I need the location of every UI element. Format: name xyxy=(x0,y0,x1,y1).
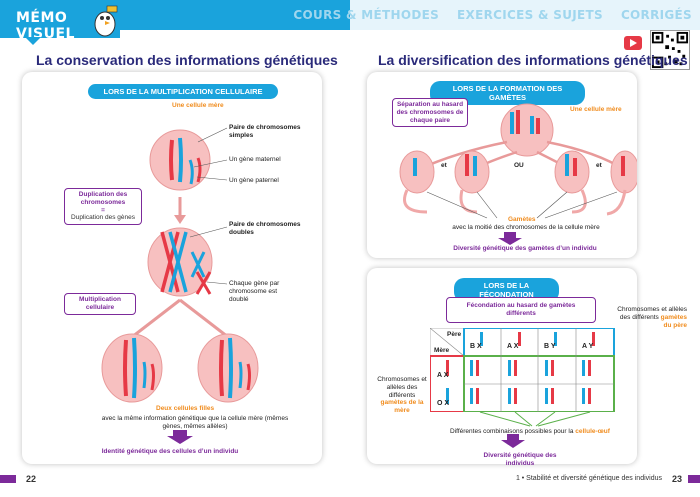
mother-note-colored: gamètes de la mère xyxy=(380,399,424,415)
mother-note-text: Chromosomes et allèles des différents xyxy=(377,376,427,399)
col-header-3: B Y xyxy=(544,343,556,350)
duplication-plain: Duplication des gènes xyxy=(71,214,135,222)
qr-code-icon[interactable] xyxy=(650,30,690,70)
chromosome-red xyxy=(169,139,174,181)
ou-label: OU xyxy=(514,162,524,169)
daughter-cells-label: Deux cellules filles xyxy=(156,405,215,412)
col-header-1: B X xyxy=(470,343,482,350)
gamete-3 xyxy=(554,150,590,214)
col-header-4: A Y xyxy=(582,343,594,350)
nav-tab-corriges[interactable]: CORRIGÉS xyxy=(620,8,692,22)
simple-pairs-label: Paire de chromosomes simples xyxy=(229,124,301,139)
combos-label: Différentes combinaisons possibles pour … xyxy=(450,428,610,436)
daughter-cell-right xyxy=(197,333,259,403)
maternal-gene-label: Un gène maternel xyxy=(229,156,281,163)
paternal-gene-label: Un gène paternel xyxy=(229,177,279,184)
separation-box: Séparation au hasard des chromosomes de … xyxy=(392,98,468,128)
bird-mascot-icon xyxy=(94,5,118,37)
mother-note: Chromosomes et allèles des différents ga… xyxy=(376,376,428,415)
punnett-table xyxy=(430,328,615,412)
gamete-4 xyxy=(606,150,637,216)
purple-arrow-icon xyxy=(501,434,525,448)
video-icon[interactable] xyxy=(624,36,642,50)
col-header-2: A X xyxy=(507,343,519,350)
right-section-title: La diversification des informations géné… xyxy=(378,52,688,68)
father-note-colored: gamètes du père xyxy=(660,313,687,329)
right-mother-cell-label: Une cellule mère xyxy=(570,106,622,113)
footer-strip-left xyxy=(0,475,16,483)
duplication-box: Duplication des chromosomes = Duplicatio… xyxy=(64,188,142,226)
double-pairs-label: Paire de chromosomes doubles xyxy=(229,221,301,236)
chromosome-blue xyxy=(178,137,183,183)
gametes-label: Gamètes xyxy=(508,216,536,223)
fecondation-conclusion: Diversité génétique des individus xyxy=(483,452,557,467)
row-header-2: O X xyxy=(437,400,450,407)
combination-arrows xyxy=(479,411,591,427)
et-label-2: et xyxy=(596,162,602,169)
gametes-diagram xyxy=(399,103,637,245)
chapter-label: 1 • Stabilité et diversité génétique des… xyxy=(515,475,662,482)
gamete-2 xyxy=(454,150,490,214)
left-section-title: La conservation des informations génétiq… xyxy=(36,52,338,68)
multiplication-box: Multiplication cellulaire xyxy=(64,293,136,315)
left-diagram xyxy=(101,127,259,444)
pill-multiplication: LORS DE LA MULTIPLICATION CELLULAIRE xyxy=(88,84,278,99)
father-note-text: Chromosomes et allèles des différents xyxy=(617,306,687,321)
page-number-right: 23 xyxy=(671,474,682,484)
nav-tab-cours[interactable]: COURS & MÉTHODES xyxy=(293,8,440,22)
footer-strip-right xyxy=(688,475,700,483)
father-label: Père xyxy=(447,331,462,338)
each-gene-label: Chaque gène par chromosome est doublé xyxy=(229,280,280,303)
page-number-left: 22 xyxy=(26,474,37,484)
left-mother-cell-label: Une cellule mère xyxy=(172,102,224,109)
combos-colored: cellule-œuf xyxy=(575,428,610,435)
pill-gametes: LORS DE LA FORMATION DES GAMÈTES xyxy=(430,81,585,105)
et-label-1: et xyxy=(441,162,447,169)
gamete-1 xyxy=(399,150,435,214)
left-conclusion: Identité génétique des cellules d’un ind… xyxy=(101,448,239,455)
combos-text: Différentes combinaisons possibles pour … xyxy=(450,428,574,435)
fecondation-box: Fécondation au hasard de gamètes différe… xyxy=(446,297,596,323)
daughter-desc: avec la même information génétique que l… xyxy=(101,415,289,430)
duplication-title: Duplication des chromosomes xyxy=(78,191,128,206)
gametes-conclusion: Diversité génétique des gamètes d’un ind… xyxy=(453,245,597,252)
duplication-eq: = xyxy=(101,206,105,214)
father-note: Chromosomes et allèles des différents ga… xyxy=(612,306,687,329)
banner-right-tab xyxy=(350,0,700,30)
nav-tab-exercices[interactable]: EXERCICES & SUJETS xyxy=(457,8,603,22)
nav-tabs: COURS & MÉTHODES EXERCICES & SUJETS CORR… xyxy=(293,8,692,22)
gametes-desc: avec la moitié des chromosomes de la cel… xyxy=(452,224,600,231)
row-header-1: A X xyxy=(437,372,449,379)
mother-label: Mère xyxy=(434,347,450,354)
daughter-cell-left xyxy=(101,333,163,403)
